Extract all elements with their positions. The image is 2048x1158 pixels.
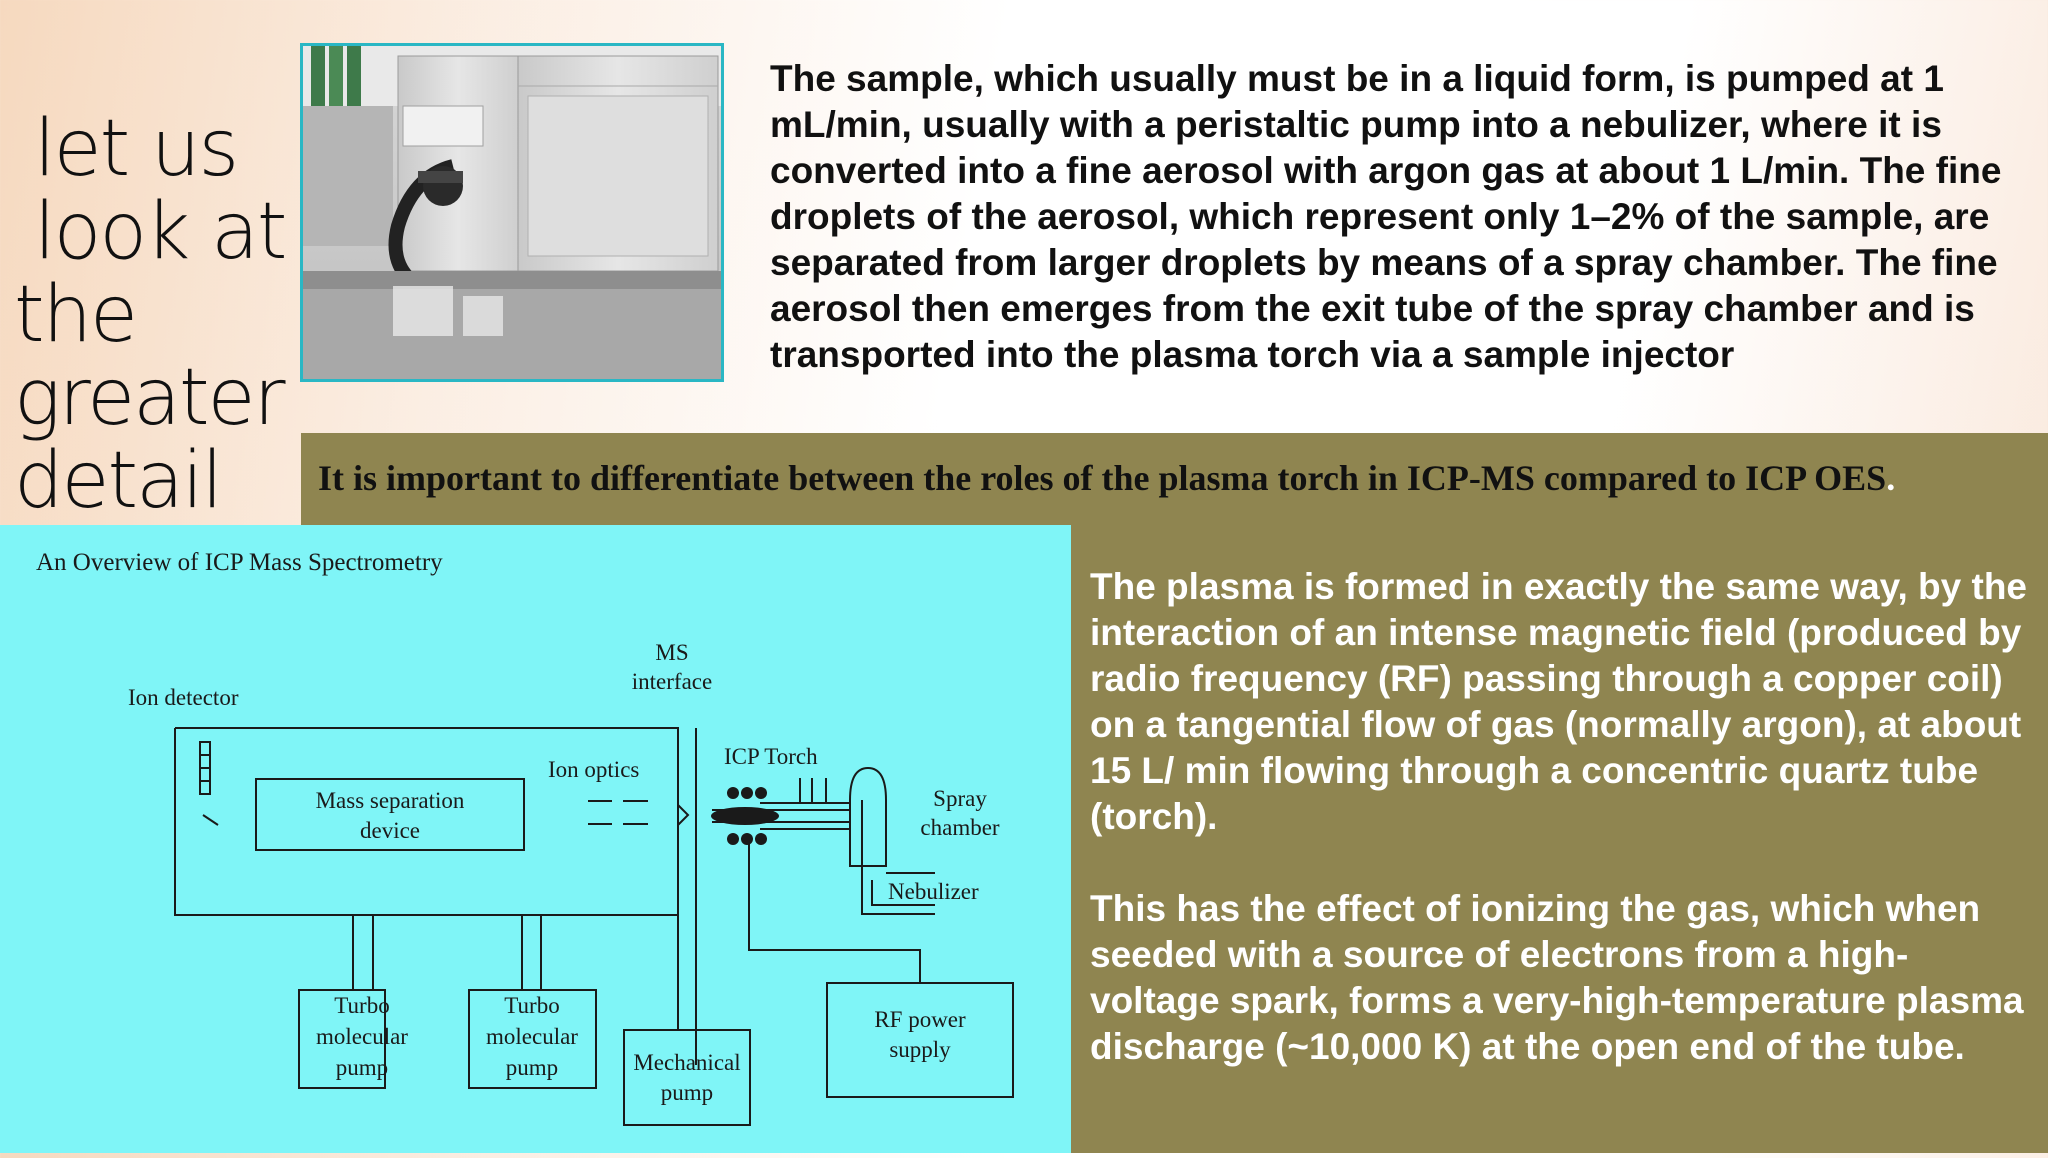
label-turbo-pump-2-line1: Turbo — [504, 993, 559, 1018]
plasma-explanation-text: The plasma is formed in exactly the same… — [1090, 564, 2035, 1116]
label-ms-interface-line2: interface — [632, 669, 712, 694]
label-mass-separation-line1: Mass separation — [316, 788, 465, 813]
banner-sentence: It is important to differentiate between… — [318, 458, 1887, 498]
icp-ms-schematic: An Overview of ICP Mass Spectrometry Ion… — [36, 549, 1014, 1126]
turbo-pump-1-box — [298, 989, 386, 1089]
mass-separation-device-box — [255, 778, 525, 851]
label-mechanical-pump-line1: Mechanical — [633, 1050, 740, 1075]
plasma-paragraph-2: This has the effect of ionizing the gas,… — [1090, 888, 2024, 1067]
title-line-2: look at — [34, 187, 287, 277]
plasma-flame — [711, 807, 779, 825]
title-line-1: let us — [34, 104, 239, 194]
icp-ms-diagram-panel: An Overview of ICP Mass Spectrometry Ion… — [0, 525, 1071, 1153]
turbo-pump-2-box — [468, 989, 597, 1089]
title-line-4: greater — [14, 353, 286, 443]
instrument-illustration — [303, 46, 721, 379]
mechanical-pump-box — [623, 1029, 751, 1126]
label-turbo-pump-2-line2: molecular — [486, 1024, 578, 1049]
detector-deflector — [202, 814, 219, 826]
label-ms-interface-line1: MS — [655, 640, 688, 665]
sample-introduction-paragraph: The sample, which usually must be in a l… — [770, 58, 2002, 375]
label-turbo-pump-2-line3: pump — [506, 1055, 558, 1080]
olive-banner — [301, 433, 2048, 525]
label-nebulizer: Nebulizer — [888, 879, 979, 904]
slide-side-title: let us look at the greater detail — [14, 104, 287, 526]
banner-period: . — [1886, 458, 1896, 498]
label-spray-chamber-line2: chamber — [920, 815, 1000, 840]
title-line-3: the — [14, 270, 138, 360]
label-mass-separation-line2: device — [360, 818, 420, 843]
label-ion-optics: Ion optics — [548, 757, 639, 782]
label-mechanical-pump-line2: pump — [661, 1080, 713, 1105]
plasma-explanation-panel — [1071, 525, 2048, 1153]
diagram-heading: An Overview of ICP Mass Spectrometry — [36, 549, 443, 576]
label-ion-detector: Ion detector — [128, 685, 239, 710]
icp-ms-instrument-photo — [300, 43, 724, 382]
label-rf-power-line1: RF power — [874, 1007, 966, 1032]
label-rf-power-line2: supply — [889, 1037, 951, 1062]
label-turbo-pump-1-line3: pump — [336, 1055, 388, 1080]
plasma-paragraph-1: The plasma is formed in exactly the same… — [1090, 566, 2027, 837]
banner-text: It is important to differentiate between… — [318, 457, 1895, 499]
title-line-5: detail — [14, 436, 223, 526]
rf-coil-dots — [727, 787, 767, 845]
label-turbo-pump-1-line1: Turbo — [334, 993, 389, 1018]
label-spray-chamber-line1: Spray — [933, 786, 987, 811]
label-turbo-pump-1-line2: molecular — [316, 1024, 408, 1049]
label-icp-torch: ICP Torch — [724, 744, 818, 769]
